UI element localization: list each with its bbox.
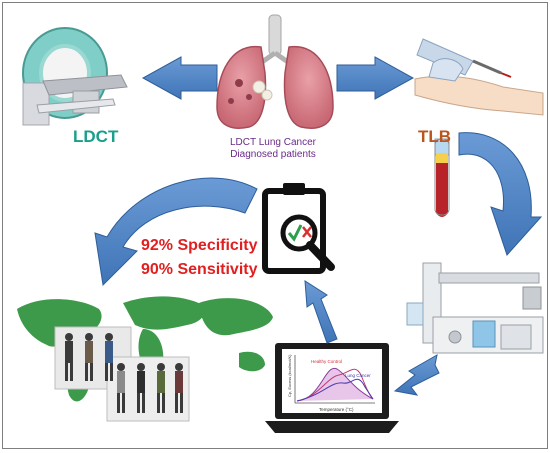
people-icon: [54, 326, 190, 422]
lungs-icon: [216, 14, 334, 129]
ldct-label: LDCT: [73, 127, 119, 146]
sensitivity-label: 90% Sensitivity: [141, 261, 258, 278]
specificity-label: 92% Specificity: [141, 237, 258, 254]
arrow-to-instrument: [458, 132, 543, 256]
healthy-label: Healthy Control: [311, 359, 342, 364]
laptop-icon: Healthy Control Lung Cancer Temperature …: [265, 343, 399, 433]
tlb-label: TLB: [418, 127, 452, 146]
patients-label-line1: LDCT Lung Cancer: [230, 137, 316, 148]
arrow-to-tlb: [336, 56, 415, 100]
blood-draw-icon: [414, 38, 544, 116]
clipboard-magnifier-icon: [262, 183, 335, 274]
cancer-label: Lung Cancer: [345, 373, 371, 378]
lab-instrument-icon: [406, 262, 544, 354]
plot-ylabel: Cp, Excess (kcal/mol/K): [287, 354, 292, 397]
plot-xlabel: Temperature (°C): [319, 407, 354, 412]
diagram-canvas: Healthy Control Lung Cancer Temperature …: [17, 14, 544, 433]
arrow-to-clipboard: [304, 280, 338, 344]
arrow-to-ldct: [141, 56, 218, 100]
laptop-plot: Healthy Control Lung Cancer Temperature …: [287, 354, 375, 412]
patients-label: LDCT Lung Cancer Diagnosed patients: [213, 137, 333, 161]
arrow-to-world: [94, 177, 258, 287]
ct-scanner-icon: [22, 27, 128, 126]
arrow-to-laptop: [393, 354, 440, 396]
patients-label-line2: Diagnosed patients: [230, 149, 316, 160]
workflow-diagram: Healthy Control Lung Cancer Temperature …: [2, 2, 548, 449]
blood-tube-icon: [434, 138, 450, 217]
